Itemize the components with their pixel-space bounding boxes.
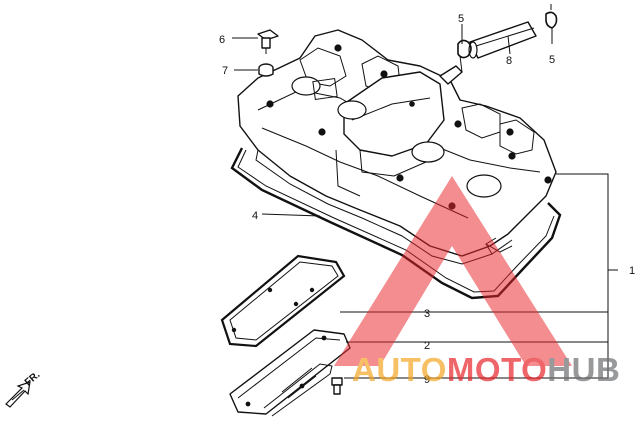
callout-5-right: 5 (549, 54, 555, 66)
rubber-washer (258, 63, 274, 77)
callout-7: 7 (222, 65, 228, 77)
callout-5-top: 5 (458, 13, 464, 25)
hose-clip-right (545, 4, 558, 29)
flange-bolt (257, 29, 279, 54)
watermark-triangle (334, 176, 572, 366)
head-cover-gasket (230, 147, 562, 300)
callout-8: 8 (506, 55, 512, 67)
hose-clip-left (457, 39, 472, 73)
leader-lines (232, 24, 618, 379)
front-direction-arrow: FR. (5, 369, 42, 408)
automotohub-watermark: AUTOMOTOHUB (334, 176, 620, 388)
callout-6: 6 (219, 34, 225, 46)
watermark-hub: HUB (547, 351, 620, 388)
side-cover (229, 329, 351, 417)
timing-cover-gasket (220, 254, 346, 348)
callout-9: 9 (424, 374, 430, 386)
cover-bolt (331, 377, 343, 395)
cylinder-head-cover (237, 29, 557, 265)
callout-4: 4 (252, 210, 258, 222)
watermark-moto: MOTO (447, 351, 547, 388)
callout-3: 3 (424, 308, 430, 320)
watermark-auto: AUTO (352, 351, 447, 388)
callout-1: 1 (629, 265, 635, 277)
watermark-text: AUTOMOTOHUB (352, 351, 620, 388)
callout-2: 2 (424, 340, 430, 352)
breather-hose (468, 21, 537, 59)
